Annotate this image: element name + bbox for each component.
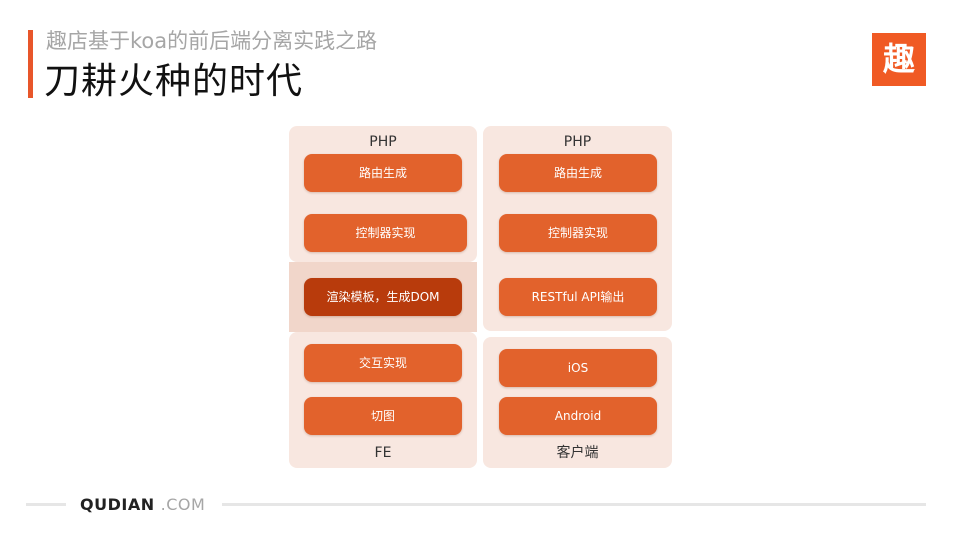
- footer-brand-domain: .COM: [160, 495, 206, 514]
- slide-subtitle: 趣店基于koa的前后端分离实践之路: [46, 29, 378, 53]
- client-route-generation-block: 路由生成: [499, 154, 657, 192]
- fe-route-generation-block: 路由生成: [304, 154, 462, 192]
- footer-line-right: [222, 503, 926, 506]
- footer-line-left: [26, 503, 66, 506]
- client-label: 客户端: [556, 445, 599, 461]
- fe-slicing-block: 切图: [304, 397, 462, 435]
- client-controller-block: 控制器实现: [499, 214, 657, 252]
- fe-interaction-block: 交互实现: [304, 344, 462, 382]
- client-restful-api-block: RESTful API输出: [499, 278, 657, 316]
- slide-title: 刀耕火种的时代: [44, 61, 304, 102]
- client-android-block: Android: [499, 397, 657, 435]
- qudian-logo: 趣: [872, 33, 926, 86]
- fe-controller-block: 控制器实现: [304, 214, 467, 252]
- fe-php-label: PHP: [369, 134, 397, 150]
- footer-brand: QUDIAN .COM: [80, 495, 205, 515]
- footer-brand-name: QUDIAN: [80, 495, 155, 514]
- fe-label: FE: [374, 445, 392, 461]
- title-accent-bar: [28, 30, 33, 98]
- fe-template-render-block: 渲染模板，生成DOM: [304, 278, 462, 316]
- client-php-label: PHP: [563, 134, 592, 150]
- client-ios-block: iOS: [499, 349, 657, 387]
